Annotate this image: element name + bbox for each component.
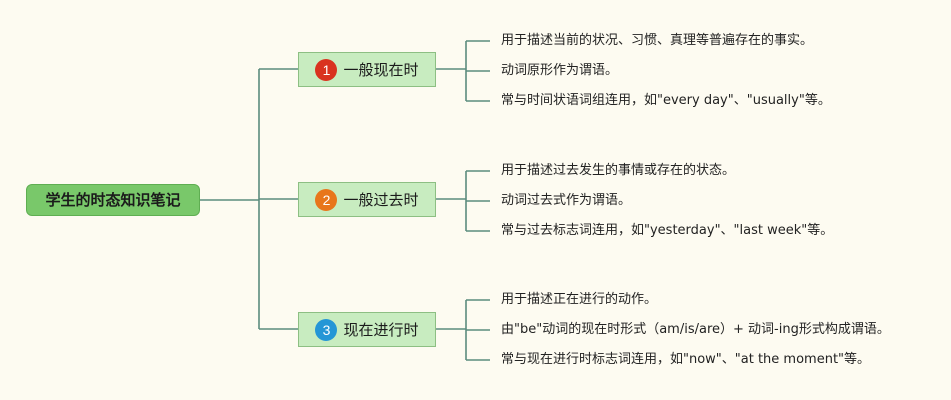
branch-node-3: 3 现在进行时 — [298, 312, 436, 347]
branch-node-1: 1 一般现在时 — [298, 52, 436, 87]
leaf-2-3: 常与过去标志词连用，如"yesterday"、"last week"等。 — [501, 223, 834, 238]
leaf-3-1: 用于描述正在进行的动作。 — [501, 292, 658, 307]
leaf-1-3: 常与时间状语词组连用，如"every day"、"usually"等。 — [501, 93, 831, 108]
leaf-2-2: 动词过去式作为谓语。 — [501, 193, 632, 208]
number-badge-3-icon: 3 — [315, 318, 338, 341]
branch-label-2: 一般过去时 — [343, 191, 419, 209]
leaf-1-1: 用于描述当前的状况、习惯、真理等普遍存在的事实。 — [501, 33, 814, 48]
number-badge-1-icon: 1 — [315, 58, 338, 81]
leaf-3-3: 常与现在进行时标志词连用，如"now"、"at the moment"等。 — [501, 352, 871, 367]
branch-label-1: 一般现在时 — [343, 61, 419, 79]
branch-label-3: 现在进行时 — [343, 321, 419, 339]
leaf-1-2: 动词原形作为谓语。 — [501, 63, 619, 78]
root-node: 学生的时态知识笔记 — [26, 184, 200, 216]
leaf-3-2: 由"be"动词的现在时形式（am/is/are）+ 动词-ing形式构成谓语。 — [501, 322, 890, 337]
number-badge-2-icon: 2 — [315, 188, 338, 211]
leaf-2-1: 用于描述过去发生的事情或存在的状态。 — [501, 163, 736, 178]
branch-node-2: 2 一般过去时 — [298, 182, 436, 217]
